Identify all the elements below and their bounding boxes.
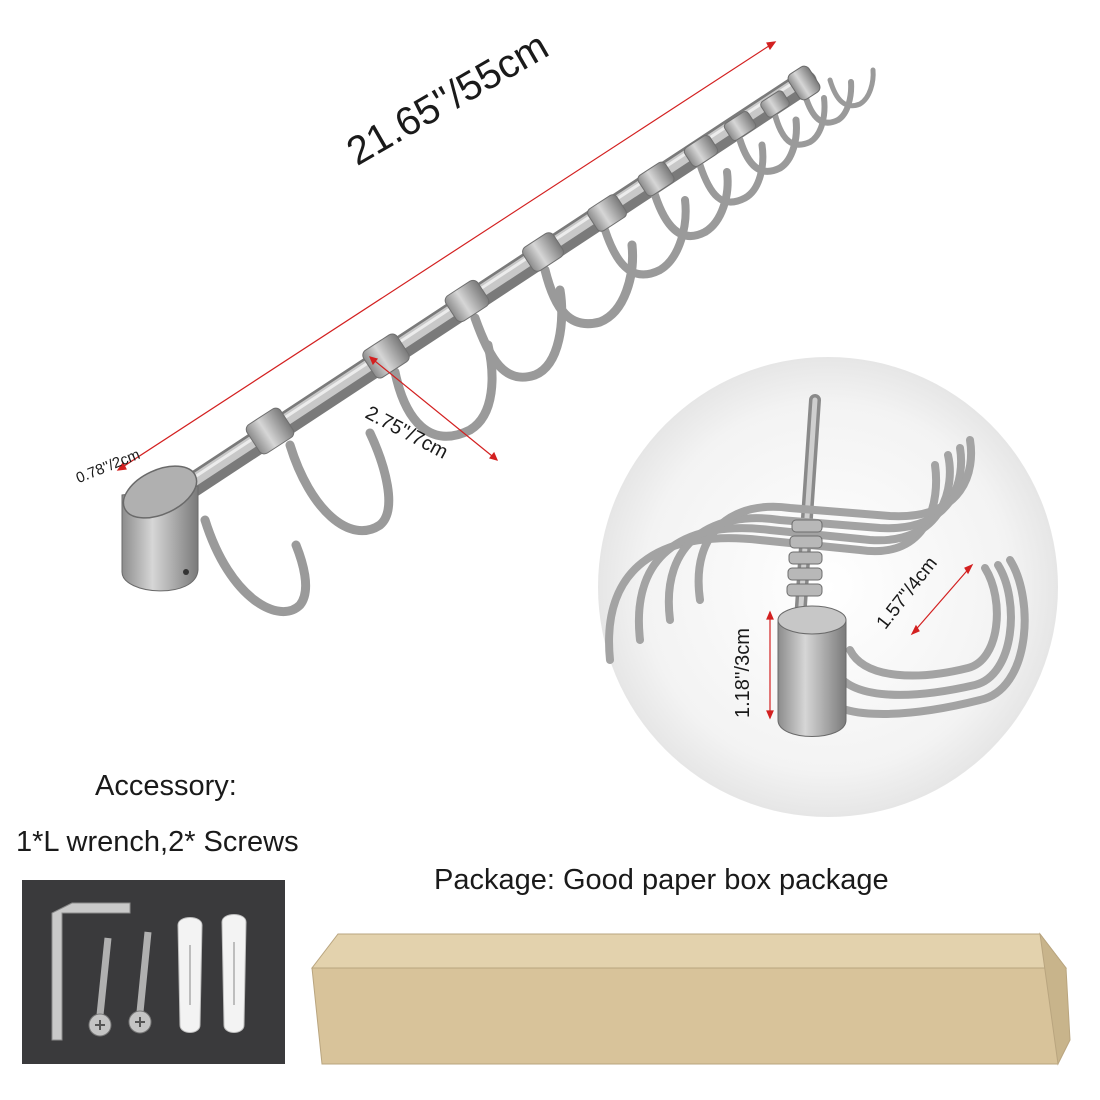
dimension-lines <box>116 41 777 471</box>
hook <box>200 515 311 617</box>
hook <box>390 340 497 441</box>
hooks <box>200 67 876 617</box>
detail-closeup <box>598 357 1058 817</box>
wall-plug-icon <box>177 917 203 1033</box>
dimension-end-cap-height: 1.18''/3cm <box>732 628 754 718</box>
dimension-line-spacing <box>369 356 498 461</box>
l-wrench-icon <box>51 902 131 1041</box>
hook-collars <box>245 90 790 455</box>
accessory-items: 1*L wrench,2* Screws <box>16 826 299 858</box>
hook <box>772 95 828 148</box>
package-box <box>310 932 1071 1066</box>
screw-icon <box>128 931 152 1034</box>
package-note: Package: Good paper box package <box>434 864 889 896</box>
hook <box>827 67 876 109</box>
hook <box>601 196 690 279</box>
wall-plug-icon <box>221 914 247 1033</box>
hook <box>285 428 394 535</box>
end-cap-right <box>787 65 821 101</box>
hook <box>736 116 800 175</box>
accessory-photo <box>22 880 285 1064</box>
dimension-line-total <box>117 41 776 471</box>
hook <box>696 141 767 206</box>
hook <box>802 79 855 126</box>
hook <box>470 285 567 382</box>
accessory-title: Accessory: <box>95 770 237 802</box>
screw-icon <box>88 937 112 1037</box>
end-cap-left <box>121 465 199 592</box>
hook <box>651 168 732 241</box>
